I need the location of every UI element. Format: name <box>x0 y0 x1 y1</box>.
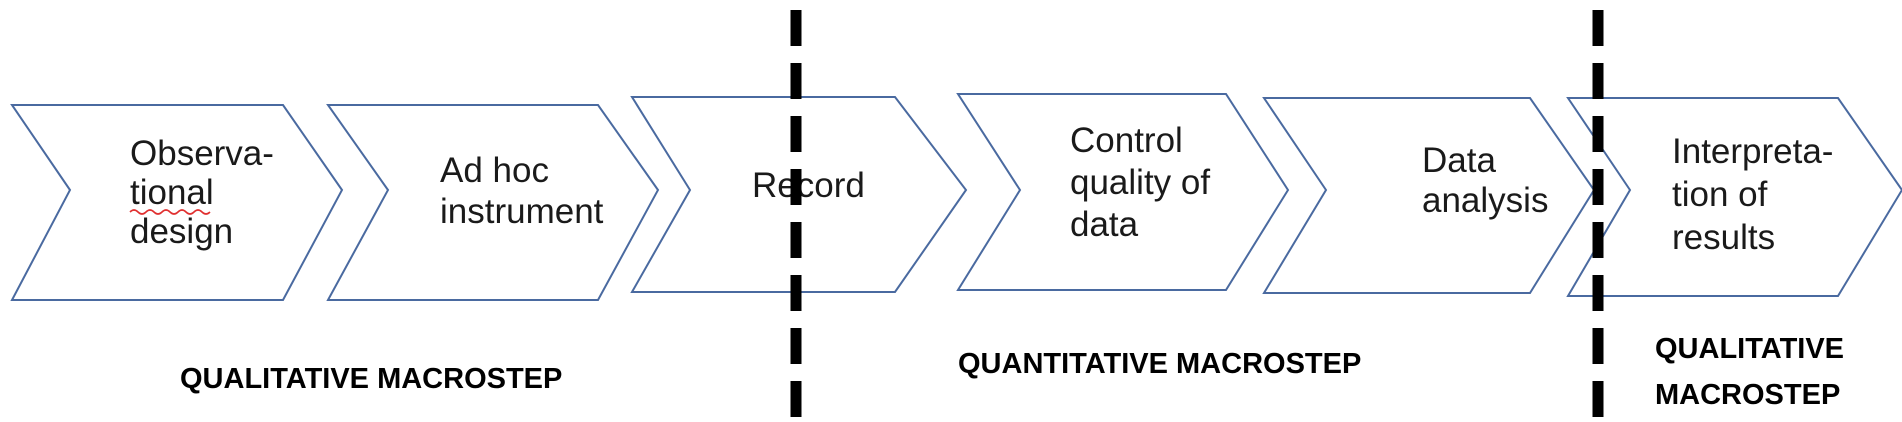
step-record: Record <box>752 166 865 205</box>
step-line-italic: Ad hoc <box>440 151 549 190</box>
chevron-ad-hoc-instrument <box>326 104 660 301</box>
step-line: Control <box>1070 121 1183 160</box>
macrostep-line: QUALITATIVE MACROSTEP <box>180 363 562 395</box>
step-observational-design: Observa- tional design <box>130 134 284 251</box>
spellcheck-underline <box>129 209 211 215</box>
step-ad-hoc-instrument: Ad hoc instrument <box>440 151 604 231</box>
step-line: design <box>130 212 233 251</box>
step-line: tional <box>130 173 214 212</box>
step-line: analysis <box>1422 181 1548 220</box>
step-line: instrument <box>440 192 604 231</box>
step-data-analysis: Data analysis <box>1422 141 1548 220</box>
step-control-quality: Control quality of data <box>1070 121 1220 244</box>
step-line: Interpreta- <box>1672 132 1833 171</box>
chevron-interpretation <box>1566 97 1902 297</box>
macrostep-line: QUALITATIVE <box>1655 333 1844 365</box>
step-line: quality of <box>1070 163 1210 202</box>
macrostep-line: QUANTITATIVE MACROSTEP <box>958 348 1361 380</box>
macrostep-line: MACROSTEP <box>1655 379 1840 411</box>
macrostep-quantitative: QUANTITATIVE MACROSTEP <box>958 348 1361 380</box>
step-line: Observa- <box>130 134 274 173</box>
chevron-observational-design <box>10 104 344 301</box>
chevron-control-quality <box>956 93 1290 291</box>
step-line: Record <box>752 166 865 205</box>
step-line: data <box>1070 205 1139 244</box>
step-interpretation: Interpreta- tion of results <box>1672 132 1843 257</box>
macrostep-qualitative-1: QUALITATIVE MACROSTEP <box>180 363 562 395</box>
step-line: Data <box>1422 141 1496 180</box>
step-line: results <box>1672 218 1775 257</box>
macrostep-qualitative-2: QUALITATIVE MACROSTEP <box>1655 333 1852 411</box>
chevron-data-analysis <box>1262 97 1596 294</box>
step-line: tion of <box>1672 175 1768 214</box>
